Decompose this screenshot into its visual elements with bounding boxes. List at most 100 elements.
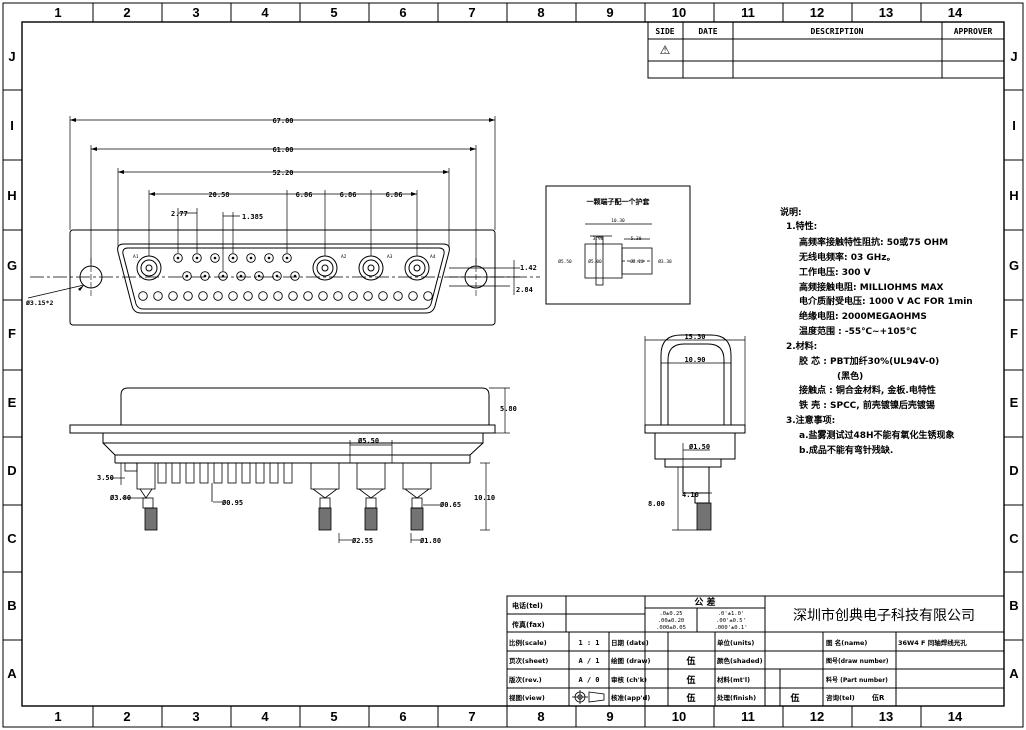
end-cable [697, 503, 711, 530]
row-label: D [1009, 463, 1018, 478]
contact-value: 伍R [871, 693, 885, 702]
notes: 说明: 1.特性: 高频率接触特性阻抗: 50或75 OHM 无线电频率: 03… [780, 206, 973, 456]
coax-label: A1 [133, 254, 139, 260]
dim-end-total: 8.00 [648, 500, 665, 508]
col-label: 8 [537, 5, 544, 20]
row-label: B [1009, 598, 1018, 613]
col-label: 5 [330, 5, 337, 20]
title-block: 电话(tel) 传真(fax) 公 差 .0±0.25 .00±0.20 .00… [506, 595, 1005, 707]
rev-date-header: DATE [698, 27, 717, 36]
col-label: 8 [537, 709, 544, 724]
dim-pitch-2: 6.86 [296, 191, 313, 199]
col-label: 4 [261, 5, 269, 20]
tolerance-value: .00'±0.5' [716, 618, 746, 624]
scale-label: 比例(scale) [509, 638, 547, 647]
front-view: A1 A2 A3 A4 [25, 116, 540, 326]
coax-label: A4 [430, 254, 436, 260]
dim-end-width: 15.30 [684, 333, 705, 341]
sheet-label: 页次(sheet) [509, 656, 548, 665]
note-line: 铁 壳 : SPCC, 前壳镀镍后壳镀锡 [799, 399, 935, 411]
rev-approver-header: APPROVER [954, 27, 993, 36]
view-label: 视图(view) [509, 693, 545, 702]
col-label: 7 [468, 709, 475, 724]
col-label: 11 [741, 709, 755, 724]
material-label: 材料(mt'l) [716, 675, 750, 684]
col-label: 4 [261, 709, 269, 724]
checked-label: 审核 (ch'k) [611, 675, 647, 684]
col-label: 7 [468, 5, 475, 20]
note-line: 无线电频率: 03 GHz。 [798, 251, 896, 263]
tolerance-value: .000±0.05 [656, 625, 686, 631]
dim-end-inner: 10.90 [684, 356, 705, 364]
drawing-number-label: 图号(draw number) [826, 657, 889, 665]
rev-label: 版次(rev.) [508, 675, 542, 684]
dim-end-tail: 4.10 [682, 491, 699, 499]
rev-side-header: SIDE [655, 27, 674, 36]
dim-row-2: 2.84 [516, 286, 533, 294]
note-line: 高频率接触特性阻抗: 50或75 OHM [799, 236, 948, 248]
fax-label: 传真(fax) [511, 620, 545, 629]
note-line: b.成品不能有弯针残缺. [799, 444, 893, 456]
dim-pitch-3: 6.86 [340, 191, 357, 199]
col-label: 11 [741, 5, 755, 20]
revision-table: SIDE DATE DESCRIPTION APPROVER ⚠ [647, 21, 1005, 79]
col-label: 5 [330, 709, 337, 724]
col-label: 1 [54, 5, 61, 20]
row-label: A [1009, 666, 1019, 681]
row-label: J [8, 49, 15, 64]
note-line: 绝缘电阻: 2000MEGAOHMS [799, 310, 927, 322]
tolerance-value: .0±0.25 [659, 611, 682, 617]
rev-value: A / 0 [578, 676, 599, 684]
tolerance-value: .0'±1.0' [718, 611, 745, 617]
row-labels-left: J I H G F E D C B A [7, 49, 17, 681]
column-labels-top: 1 2 3 4 5 6 7 8 9 10 11 12 13 14 [54, 5, 963, 20]
col-label: 3 [192, 5, 199, 20]
note-line: a.盐雾测试过48H不能有氧化生锈现象 [799, 429, 955, 441]
dim-side-total: 10.10 [474, 494, 495, 502]
dim-body-width: 52.20 [272, 169, 293, 177]
drawn-value: 伍 [685, 655, 695, 667]
row-label: B [7, 598, 16, 613]
finish-label: 处理(finish) [716, 693, 756, 702]
date-label: 日期 (date) [611, 638, 649, 647]
dim-side-height: 5.80 [500, 405, 517, 413]
inset-dim-d: Ø5.50 [558, 258, 572, 265]
col-label: 10 [672, 5, 686, 20]
drawing-name-value: 36W4 F 同轴焊线光孔 [898, 638, 967, 647]
col-label: 13 [879, 5, 893, 20]
col-label: 9 [606, 5, 613, 20]
row-label: J [1010, 49, 1017, 64]
coax-label: A3 [387, 254, 393, 260]
end-view: 15.30 10.90 Ø1.50 4.10 8.00 [644, 333, 746, 531]
units-label: 单位(units) [717, 638, 754, 647]
col-label: 2 [123, 5, 130, 20]
dim-mounting-hole: Ø3.15*2 [25, 299, 53, 307]
tel-label: 电话(tel) [512, 601, 543, 610]
row-label: C [7, 531, 17, 546]
note-line: 温度范围 : -55℃~+105℃ [799, 325, 917, 337]
inset-dim-f: Ø2.20 [630, 258, 644, 265]
checked-value: 伍 [685, 674, 695, 686]
revision-triangle-icon: ⚠ [660, 43, 671, 57]
dim-flange-width: 61.00 [272, 146, 293, 154]
row-label: F [1010, 326, 1018, 341]
inset-dim-a: 10.30 [611, 218, 625, 224]
col-label: 2 [123, 709, 130, 724]
row-label: E [8, 395, 17, 410]
projection-symbol-icon [572, 690, 605, 704]
note-line: 接触点 : 铜合金材料, 金板.电特性 [799, 384, 936, 396]
column-labels-bottom: 1 2 3 4 5 6 7 8 9 10 11 12 13 14 [54, 709, 963, 724]
col-label: 13 [879, 709, 893, 724]
company-name: 深圳市创典电子科技有限公司 [793, 607, 975, 624]
sheet-value: A / 1 [578, 657, 599, 665]
row-labels-right: J I H G F E D C B A [1009, 49, 1019, 681]
row-label: H [7, 188, 16, 203]
dim-signal-pin: Ø0.95 [221, 499, 243, 507]
tolerance-value: .000'±0.1' [714, 625, 747, 631]
dim-base-2: Ø1.80 [419, 537, 441, 545]
note-line: 胶 芯 : PBT加纤30%(UL94V-0) [799, 355, 939, 367]
scale-value: 1 : 1 [578, 639, 599, 647]
notes-heading: 说明: [780, 206, 802, 218]
dim-coax-outer: Ø3.80 [109, 494, 131, 502]
row-label: I [1012, 118, 1016, 133]
